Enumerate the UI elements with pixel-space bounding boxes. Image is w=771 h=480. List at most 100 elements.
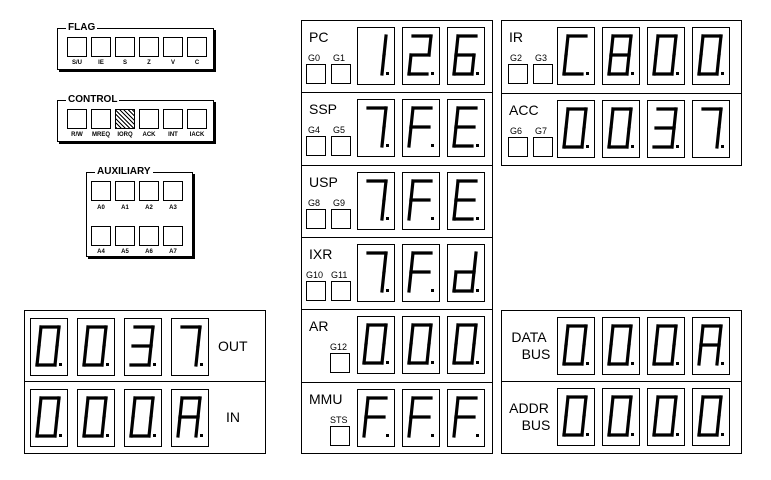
register-digit: C bbox=[557, 27, 595, 85]
switch-a7[interactable] bbox=[163, 226, 183, 246]
gate-box-g6[interactable] bbox=[508, 137, 528, 157]
segment-e bbox=[652, 414, 658, 437]
seven-segment-glyph bbox=[362, 396, 389, 438]
decimal-point bbox=[386, 144, 389, 147]
gate-box-g4[interactable] bbox=[306, 136, 326, 156]
segment-c bbox=[470, 53, 476, 76]
register-digit: 7 bbox=[357, 99, 395, 157]
segment-e bbox=[35, 344, 41, 367]
decimal-point bbox=[386, 72, 389, 75]
switch-a3[interactable] bbox=[163, 181, 183, 201]
auxiliary-panel-title: AUXILIARY bbox=[95, 165, 153, 179]
switch-label: A7 bbox=[169, 249, 177, 255]
segment-b bbox=[627, 395, 633, 418]
register-digit: 0 bbox=[647, 27, 685, 85]
segment-b bbox=[382, 179, 388, 202]
gate-box-g9[interactable] bbox=[331, 209, 351, 229]
switch-label: A1 bbox=[121, 205, 129, 211]
decimal-point bbox=[476, 217, 479, 220]
switch-iack[interactable] bbox=[187, 109, 207, 129]
switch-a4[interactable] bbox=[91, 226, 111, 246]
gate-box-g1[interactable] bbox=[331, 64, 351, 84]
segment-e bbox=[362, 415, 368, 438]
gate-box-g7[interactable] bbox=[533, 137, 553, 157]
segment-b bbox=[582, 107, 588, 130]
seven-segment-glyph bbox=[607, 324, 634, 366]
register-divider bbox=[301, 309, 493, 310]
segment-f bbox=[699, 395, 705, 418]
segment-e bbox=[607, 53, 613, 76]
seven-segment-glyph bbox=[701, 107, 724, 149]
gate-box-sts[interactable] bbox=[330, 426, 350, 446]
bus-digit: 0 bbox=[557, 388, 595, 446]
segment-e bbox=[452, 53, 458, 76]
gate-box-g8[interactable] bbox=[306, 209, 326, 229]
gate-box-g0[interactable] bbox=[306, 64, 326, 84]
seven-segment-glyph bbox=[562, 324, 589, 366]
gate-label: G2 bbox=[510, 53, 523, 63]
segment-e bbox=[652, 53, 658, 76]
segment-b bbox=[55, 396, 61, 419]
seven-segment-glyph bbox=[452, 396, 479, 438]
seven-segment-glyph bbox=[82, 325, 109, 367]
switch-label: A6 bbox=[145, 249, 153, 255]
gate-box-g10[interactable] bbox=[306, 281, 326, 301]
bus-digit: 0 bbox=[692, 388, 730, 446]
register-name-mmu: MMU bbox=[309, 391, 343, 407]
segment-f bbox=[699, 324, 705, 347]
segment-c bbox=[53, 415, 59, 438]
switch-label: IORQ bbox=[117, 132, 133, 138]
register-digit: F bbox=[402, 389, 440, 447]
register-name-pc: PC bbox=[309, 29, 329, 45]
segment-e bbox=[452, 270, 458, 293]
switch-mreq[interactable] bbox=[91, 109, 111, 129]
switch-a6[interactable] bbox=[139, 226, 159, 246]
switch-s[interactable] bbox=[115, 37, 135, 57]
gate-box-g11[interactable] bbox=[331, 281, 351, 301]
switch-v[interactable] bbox=[163, 37, 183, 57]
segment-b bbox=[717, 34, 723, 57]
gate-box-g12[interactable] bbox=[330, 353, 350, 373]
gate-box-g2[interactable] bbox=[508, 64, 528, 84]
decimal-point bbox=[200, 434, 203, 437]
seven-segment-glyph bbox=[366, 251, 389, 293]
decimal-point bbox=[59, 363, 62, 366]
switch-a1[interactable] bbox=[115, 181, 135, 201]
gate-box-g5[interactable] bbox=[331, 136, 351, 156]
seven-segment-glyph bbox=[35, 396, 62, 438]
gate-box-g3[interactable] bbox=[533, 64, 553, 84]
control-panel-title: CONTROL bbox=[66, 93, 120, 107]
switch-c[interactable] bbox=[187, 37, 207, 57]
segment-e bbox=[562, 53, 568, 76]
segment-b bbox=[427, 34, 433, 57]
switch-su[interactable] bbox=[67, 37, 87, 57]
segment-c bbox=[194, 344, 200, 367]
switch-iorq[interactable] bbox=[115, 109, 135, 129]
segment-e bbox=[607, 343, 613, 366]
segment-c bbox=[147, 344, 153, 367]
segment-b bbox=[102, 325, 108, 348]
segment-e bbox=[697, 53, 703, 76]
bus-divider bbox=[501, 381, 742, 382]
switch-a2[interactable] bbox=[139, 181, 159, 201]
switch-a5[interactable] bbox=[115, 226, 135, 246]
switch-ack[interactable] bbox=[139, 109, 159, 129]
switch-a0[interactable] bbox=[91, 181, 111, 201]
segment-f bbox=[37, 325, 43, 348]
segment-b bbox=[196, 396, 202, 419]
io-digit: 0 bbox=[124, 389, 162, 447]
segment-e bbox=[452, 198, 458, 221]
decimal-point bbox=[676, 433, 679, 436]
seven-segment-glyph bbox=[562, 395, 589, 437]
switch-ie[interactable] bbox=[91, 37, 111, 57]
segment-b bbox=[672, 34, 678, 57]
switch-rw[interactable] bbox=[67, 109, 87, 129]
switch-int[interactable] bbox=[163, 109, 183, 129]
gate-label: G8 bbox=[308, 198, 321, 208]
segment-c bbox=[715, 414, 721, 437]
seven-segment-glyph bbox=[180, 325, 203, 367]
decimal-point bbox=[721, 72, 724, 75]
switch-label: ACK bbox=[142, 132, 156, 138]
switch-z[interactable] bbox=[139, 37, 159, 57]
segment-c bbox=[580, 343, 586, 366]
